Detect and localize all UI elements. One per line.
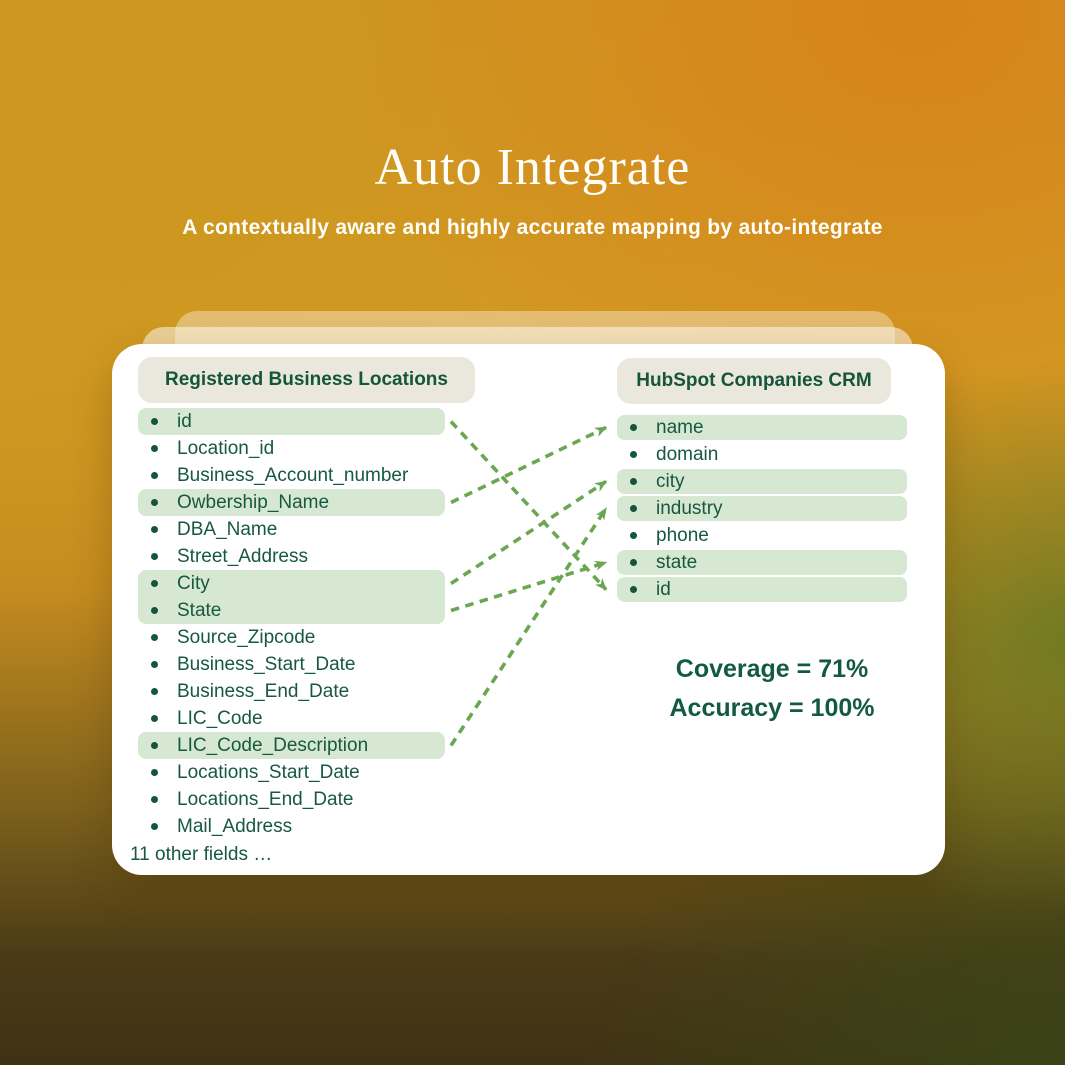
source-table-header: Registered Business Locations [138,357,475,403]
field-label: Locations_Start_Date [177,761,360,783]
bullet-icon [630,424,637,431]
bullet-icon [630,478,637,485]
mapping-card: Registered Business Locations HubSpot Co… [112,344,945,875]
field-row-City: City [138,570,445,597]
bullet-icon [630,532,637,539]
field-label: state [656,551,698,573]
bullet-icon [151,769,158,776]
bullet-icon [151,580,158,587]
field-row-LIC_Code_Description: LIC_Code_Description [138,732,445,759]
bullet-icon [151,445,158,452]
field-row-Owbership_Name: Owbership_Name [138,489,445,516]
field-label: DBA_Name [177,518,278,540]
field-row-DBA_Name: DBA_Name [138,516,445,543]
bullet-icon [630,451,637,458]
other-fields-note: 11 other fields … [130,843,273,865]
field-label: State [177,599,222,621]
field-label: industry [656,497,723,519]
bullet-icon [151,634,158,641]
field-row-id: id [617,576,907,603]
field-row-Locations_End_Date: Locations_End_Date [138,786,445,813]
page-subtitle: A contextually aware and highly accurate… [182,216,883,239]
field-label: Locations_End_Date [177,788,354,810]
field-label: phone [656,524,709,546]
field-label: LIC_Code [177,707,263,729]
field-row-Locations_Start_Date: Locations_Start_Date [138,759,445,786]
page-title: Auto Integrate [374,139,691,196]
field-row-city: city [617,468,907,495]
bullet-icon [151,796,158,803]
bullet-icon [151,823,158,830]
field-row-Source_Zipcode: Source_Zipcode [138,624,445,651]
field-label: Source_Zipcode [177,626,316,648]
field-row-name: name [617,414,907,441]
field-row-Business_End_Date: Business_End_Date [138,678,445,705]
field-row-id: id [138,408,445,435]
field-label: domain [656,443,719,465]
field-row-state: state [617,549,907,576]
bullet-icon [151,688,158,695]
bullet-icon [151,661,158,668]
bullet-icon [630,559,637,566]
bullet-icon [151,526,158,533]
bullet-icon [630,505,637,512]
field-label: Location_id [177,437,275,459]
bullet-icon [151,742,158,749]
target-field-list: name domain city industry phone state id [617,414,907,603]
bullet-icon [151,499,158,506]
field-label: Business_Account_number [177,464,409,486]
field-row-State: State [138,597,445,624]
field-row-industry: industry [617,495,907,522]
field-label: city [656,470,685,492]
bullet-icon [151,553,158,560]
accuracy-metric: Accuracy = 100% [669,694,875,722]
field-label: City [177,572,210,594]
bullet-icon [151,472,158,479]
bullet-icon [151,715,158,722]
field-label: Business_Start_Date [177,653,356,675]
field-row-phone: phone [617,522,907,549]
field-label: id [177,410,192,432]
field-label: Street_Address [177,545,308,567]
field-label: Business_End_Date [177,680,350,702]
field-row-Business_Account_number: Business_Account_number [138,462,445,489]
bullet-icon [630,586,637,593]
bullet-icon [151,418,158,425]
field-label: Owbership_Name [177,491,330,513]
field-label: name [656,416,704,438]
field-row-Street_Address: Street_Address [138,543,445,570]
field-label: Mail_Address [177,815,293,837]
metrics-block: Coverage = 71% Accuracy = 100% [617,650,927,728]
field-row-Mail_Address: Mail_Address [138,813,445,840]
field-row-LIC_Code: LIC_Code [138,705,445,732]
field-label: id [656,578,671,600]
field-label: LIC_Code_Description [177,734,369,756]
bullet-icon [151,607,158,614]
target-table-header: HubSpot Companies CRM [617,358,891,404]
field-row-Location_id: Location_id [138,435,445,462]
field-row-domain: domain [617,441,907,468]
field-row-Business_Start_Date: Business_Start_Date [138,651,445,678]
coverage-metric: Coverage = 71% [675,655,869,683]
